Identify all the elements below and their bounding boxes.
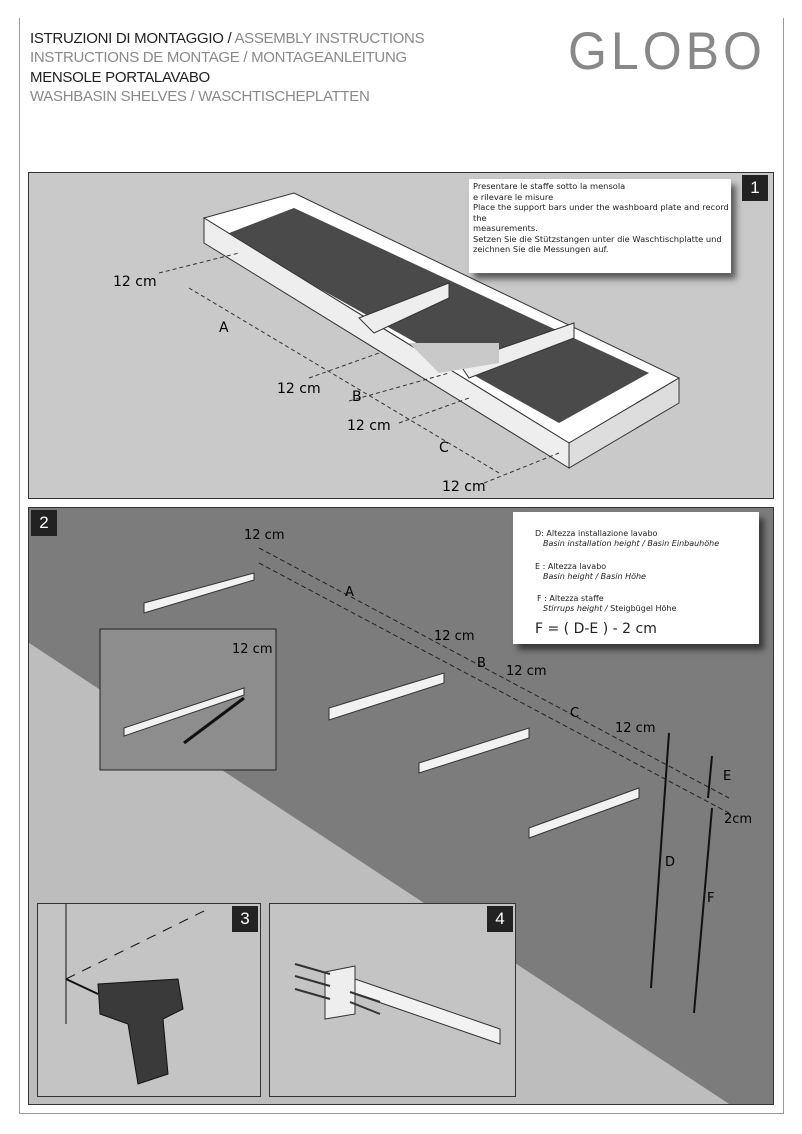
- drill-icon: [97, 978, 184, 1085]
- formula: F = ( D-E ) - 2 cm: [535, 621, 657, 637]
- legend-f: F : Altezza staffe: [537, 594, 604, 603]
- page-frame: [19, 18, 784, 1114]
- legend-d-translation: Basin installation height / Basin Einbau…: [543, 539, 720, 548]
- title-line-2: INSTRUCTIONS DE MONTAGE / MONTAGEANLEITU…: [30, 49, 407, 66]
- step-number-1: 1: [742, 175, 768, 201]
- step-1-instructions: Presentare le staffe sotto la mensola e …: [469, 179, 731, 273]
- bracket-mounting-illustration: [294, 963, 501, 1045]
- label-e: E: [723, 769, 731, 784]
- drill-illustration: [65, 904, 209, 1085]
- step-number-2: 2: [31, 510, 57, 536]
- step-2-legend: D: Altezza installazione lavabo Basin in…: [513, 512, 759, 644]
- title-line-1: ISTRUZIONI DI MONTAGGIO / ASSEMBLY INSTR…: [30, 29, 425, 48]
- note-line: Place the support bars under the washboa…: [473, 202, 729, 212]
- label-d: D: [665, 855, 675, 870]
- measure-12cm-3: 12 cm: [347, 418, 391, 434]
- step-4-panel: 4: [269, 903, 516, 1097]
- measure-12cm-c: 12 cm: [506, 664, 547, 679]
- legend-d: D: Altezza installazione lavabo: [535, 529, 658, 538]
- measure-12cm-2: 12 cm: [277, 381, 321, 397]
- label-b: B: [477, 656, 486, 671]
- measure-12cm-1: 12 cm: [113, 274, 157, 290]
- product-name: MENSOLE PORTALAVABO: [30, 69, 210, 86]
- step-1-panel: 12 cm A 12 cm B 12 cm C 12 cm Presentare…: [28, 172, 774, 499]
- legend-e: E : Altezza lavabo: [535, 562, 607, 571]
- title-it: ISTRUZIONI DI MONTAGGIO /: [30, 30, 235, 47]
- product-name-translations: WASHBASIN SHELVES / WASCHTISCHEPLATTEN: [30, 88, 370, 105]
- step-1-illustration: 12 cm A 12 cm B 12 cm C 12 cm: [113, 192, 681, 495]
- step-3-panel: 3: [37, 903, 261, 1097]
- label-c: C: [570, 706, 579, 721]
- measure-12cm-d: 12 cm: [615, 721, 656, 736]
- note-line: the: [473, 212, 487, 223]
- title-en: ASSEMBLY INSTRUCTIONS: [234, 30, 425, 47]
- legend-f-translation: Stirrups height / Steigbügel Höhe: [543, 604, 676, 614]
- marking-detail-inset: [99, 628, 277, 771]
- legend-e-translation: Basin height / Basin Höhe: [543, 572, 646, 581]
- label-gap: 2cm: [724, 812, 752, 827]
- note-line: measurements.: [473, 223, 538, 233]
- note-line: Presentare le staffe sotto la mensola: [473, 181, 626, 191]
- label-b: B: [352, 389, 362, 405]
- measure-12cm-4: 12 cm: [442, 479, 486, 495]
- note-line: e rilevare le misure: [473, 191, 554, 202]
- globo-logo: GLOBO: [568, 21, 766, 81]
- label-f: F: [707, 891, 714, 906]
- note-line: Setzen Sie die Stützstangen unter die Wa…: [473, 233, 722, 244]
- label-a: A: [345, 585, 354, 600]
- label-c: C: [439, 440, 449, 456]
- legend-f-translation-de: Steigbügel Höhe: [610, 604, 677, 613]
- measure-12cm-inset: 12 cm: [232, 642, 273, 657]
- label-a: A: [219, 320, 229, 336]
- note-line: zeichnen Sie die Messungen auf.: [473, 244, 609, 254]
- measure-12cm-a: 12 cm: [244, 528, 285, 543]
- step-number-4: 4: [487, 906, 513, 932]
- step-number-3: 3: [232, 906, 258, 932]
- measure-12cm-b: 12 cm: [434, 629, 475, 644]
- legend-f-translation-en: Stirrups height /: [543, 604, 611, 613]
